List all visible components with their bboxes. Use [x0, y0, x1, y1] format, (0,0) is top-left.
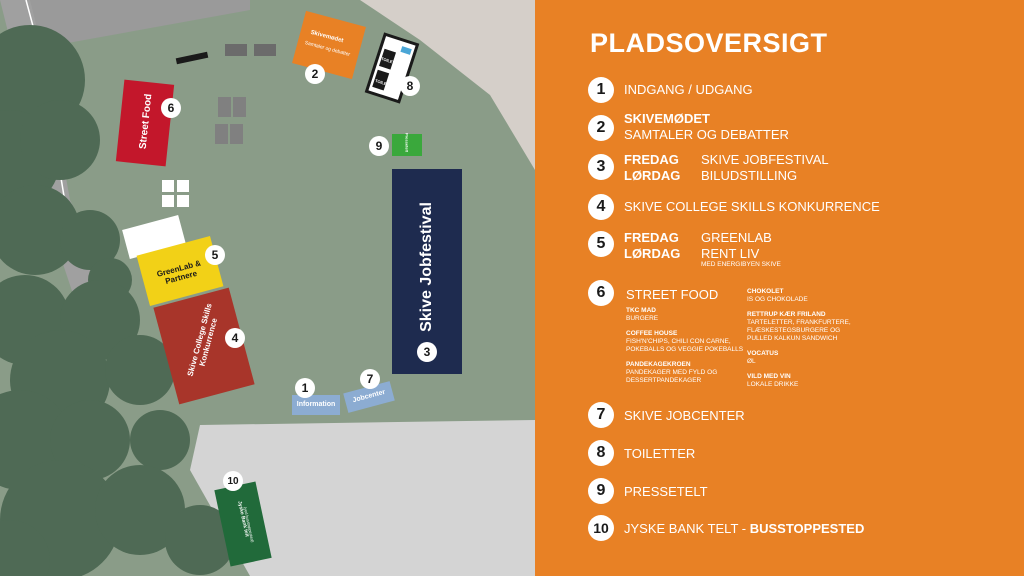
legend-text-6: STREET FOOD: [626, 287, 719, 302]
legend-text-10: JYSKE BANK TELT - BUSSTOPPESTED: [624, 521, 864, 536]
toilet-block: [364, 32, 420, 104]
booth: [254, 44, 276, 56]
vendor-name: VILD MED VIN: [747, 373, 791, 380]
booth: [225, 44, 247, 56]
map-badge-9: 9: [369, 136, 389, 156]
site-map: Skivemødet Samtaler og debatter TOILET T…: [0, 0, 535, 576]
map-badge-10: 10: [223, 471, 243, 491]
plaza-grey: [190, 420, 535, 576]
vendor-desc: BURGERE: [626, 315, 659, 322]
tent-jobcenter: [343, 381, 395, 413]
jobfestival-label: Skive Jobfestival: [418, 202, 435, 332]
booth-white: [177, 195, 189, 207]
page-title: PLADSOVERSIGT: [590, 28, 828, 58]
legend-num-7: 7: [588, 402, 614, 428]
legend-day1-3: FREDAG: [624, 152, 679, 167]
vendor-name: PANDEKAGEKROEN: [626, 361, 691, 368]
map-badge-6: 6: [161, 98, 181, 118]
map-background: [0, 0, 535, 576]
legend-text2-3: BILUDSTILLING: [701, 168, 798, 183]
vendor-name: TKC MAD: [626, 307, 656, 314]
vendor-name: RETTRUP KÆR FRILAND: [747, 311, 826, 318]
booth: [215, 124, 228, 144]
booth: [233, 97, 246, 117]
legend-num-6: 6: [588, 280, 614, 306]
map-badge-2: 2: [305, 64, 325, 84]
legend-panel: PLADSOVERSIGT 1 INDGANG / UDGANG 2 SKIVE…: [535, 0, 1024, 576]
legend-text-7: SKIVE JOBCENTER: [624, 408, 745, 423]
vendor-name: VOCATUS: [747, 350, 779, 357]
vendor-desc: ØL: [747, 358, 756, 365]
booth-white: [177, 180, 189, 192]
legend-text-8: TOILETTER: [624, 446, 696, 461]
legend-day1-5: FREDAG: [624, 230, 679, 245]
booth: [230, 124, 243, 144]
vendor-desc: IS OG CHOKOLADE: [747, 296, 808, 303]
vendor-desc: LOKALE DRIKKE: [747, 381, 799, 388]
legend-text-2: SAMTALER OG DEBATTER: [624, 127, 789, 142]
map-badge-4: 4: [225, 328, 245, 348]
barrier: [175, 51, 209, 65]
legend-sub-5: MED ENERGIBYEN SKIVE: [701, 261, 781, 268]
legend-text1-3: SKIVE JOBFESTIVAL: [701, 152, 829, 167]
plaza-pink: [360, 0, 535, 170]
vendor-desc: FISH'N'CHIPS, CHILI CON CARNE, POKEBALLS…: [626, 338, 744, 353]
legend-day2-5: LØRDAG: [624, 246, 681, 261]
tent-jyske: [214, 481, 272, 567]
vendor-name: CHOKOLET: [747, 288, 784, 295]
vendor-desc: PANDEKAGER MED FYLD OG DESSERTPANDEKAGER: [626, 369, 718, 384]
tent-street-food: [115, 79, 175, 167]
legend-text-10-main: JYSKE BANK TELT -: [624, 521, 747, 536]
legend-num-3: 3: [588, 154, 614, 180]
legend-text-9: PRESSETELT: [624, 484, 708, 499]
presse-label: Pressetelt: [404, 132, 410, 153]
legend-day2-3: LØRDAG: [624, 168, 681, 183]
legend-num-5: 5: [588, 231, 614, 257]
tent-jobfestival: [392, 169, 462, 374]
booth: [218, 97, 231, 117]
tent-information: [292, 395, 340, 415]
legend-bold-2: SKIVEMØDET: [624, 111, 710, 126]
legend-num-1: 1: [588, 77, 614, 103]
legend-num-10: 10: [588, 515, 614, 541]
information-label: Information: [296, 401, 336, 408]
trees: [0, 25, 235, 576]
tent-skivemodet: [292, 10, 366, 80]
map-badge-3: 3: [417, 342, 437, 362]
legend-text-1: INDGANG / UDGANG: [624, 82, 753, 97]
legend-num-2: 2: [588, 115, 614, 141]
legend-num-9: 9: [588, 478, 614, 504]
booth-white: [162, 180, 174, 192]
map-badge-1: 1: [295, 378, 315, 398]
legend-text2-5: RENT LIV: [701, 246, 760, 261]
tent-skills: [153, 287, 255, 405]
booth-white: [162, 195, 174, 207]
map-badge-8: 8: [400, 76, 420, 96]
map-badge-5: 5: [205, 245, 225, 265]
legend-num-8: 8: [588, 440, 614, 466]
vendor-name: COFFEE HOUSE: [626, 330, 678, 337]
legend-num-4: 4: [588, 194, 614, 220]
tent-presse: [392, 134, 422, 156]
legend-text-10-bold: BUSSTOPPESTED: [749, 521, 865, 536]
map-badge-7: 7: [360, 369, 380, 389]
tent-greenlab: [136, 236, 224, 306]
vendor-desc: TARTELETTER, FRANKFURTERE, FLÆSKESTEGSBU…: [747, 319, 851, 342]
legend-text-4: SKIVE COLLEGE SKILLS KONKURRENCE: [624, 199, 880, 214]
legend-text1-5: GREENLAB: [701, 230, 772, 245]
building-topleft: [30, 0, 250, 48]
